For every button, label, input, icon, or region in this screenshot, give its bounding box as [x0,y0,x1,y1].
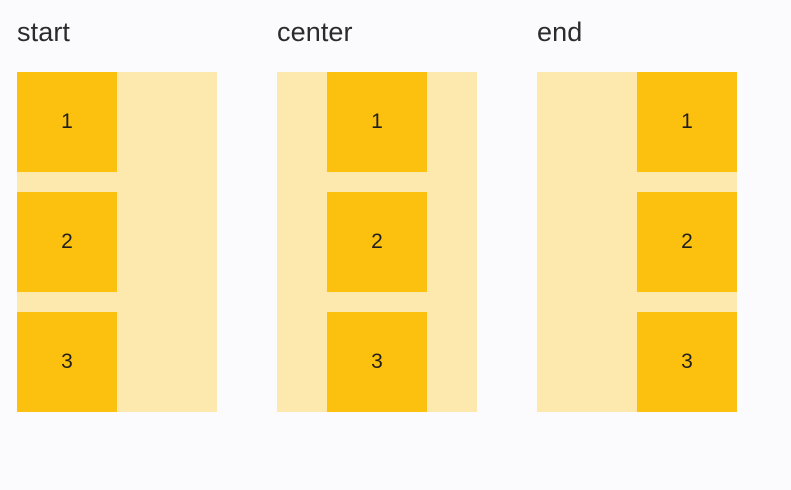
flex-container-end: 1 2 3 [537,72,737,412]
flex-container-center: 1 2 3 [277,72,477,412]
flex-item: 2 [327,192,427,292]
flex-item: 3 [327,312,427,412]
flex-item: 3 [637,312,737,412]
group-label-start: start [17,17,71,47]
flex-container-start: 1 2 3 [17,72,217,412]
flex-item: 1 [637,72,737,172]
group-label-end: end [537,17,583,47]
flex-item: 2 [17,192,117,292]
flex-item: 1 [17,72,117,172]
flex-item: 1 [327,72,427,172]
flex-item: 2 [637,192,737,292]
group-label-center: center [277,17,353,47]
flex-item: 3 [17,312,117,412]
